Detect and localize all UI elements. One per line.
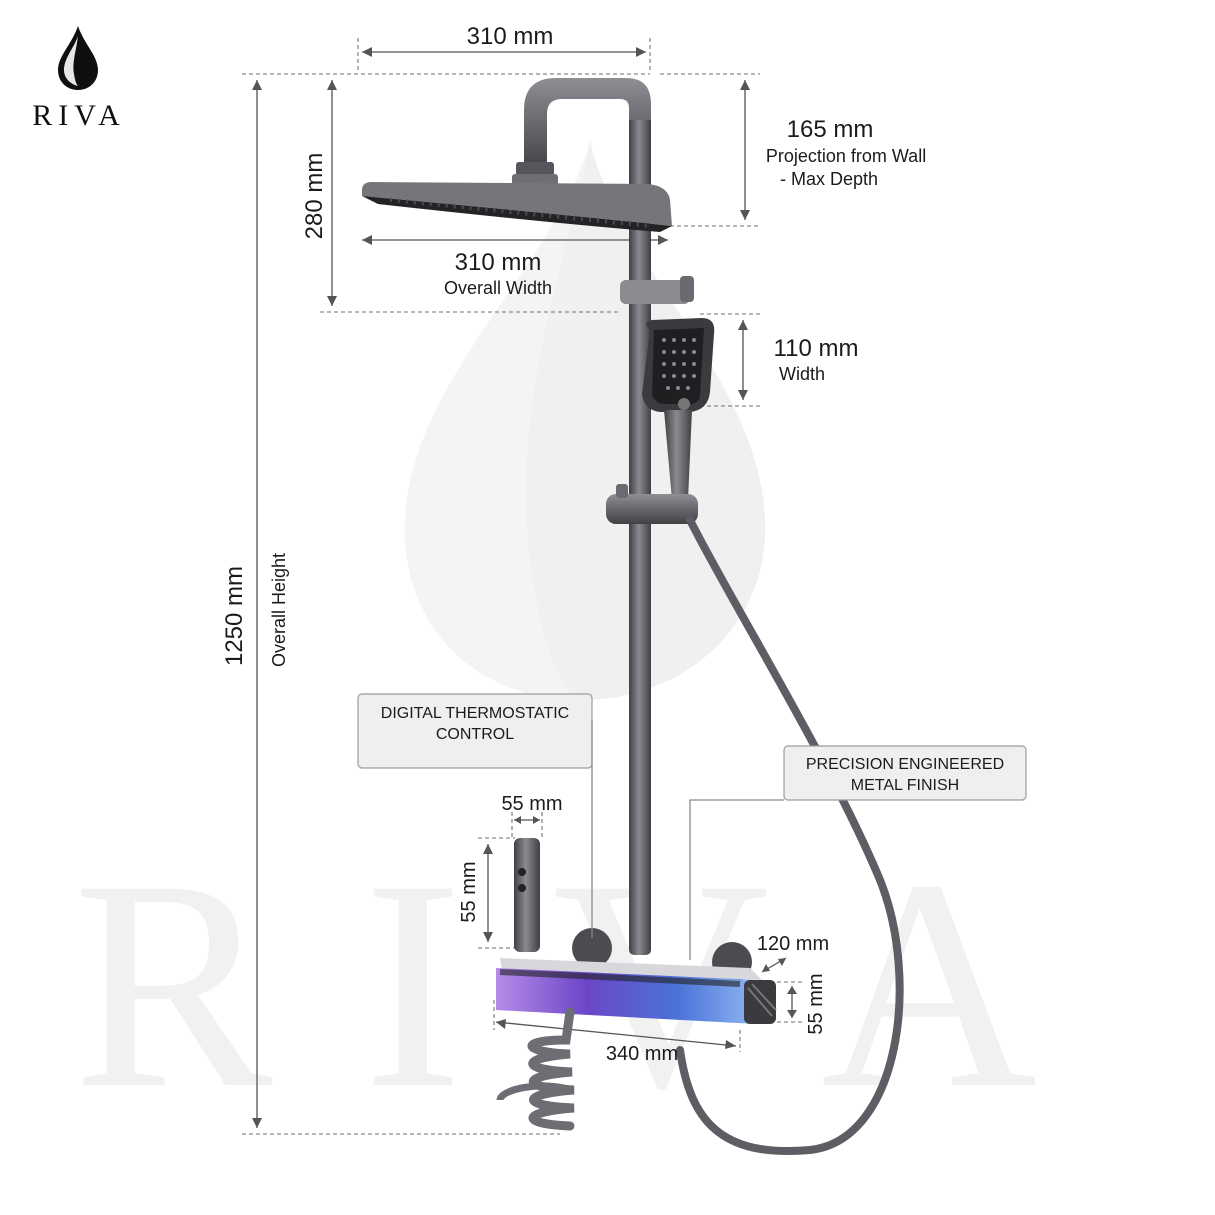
rain-shower-head xyxy=(362,182,672,232)
shower-hose xyxy=(676,516,904,1155)
finish-label-line2: METAL FINISH xyxy=(851,777,959,794)
projection-line1: Projection from Wall xyxy=(766,146,926,166)
head-depth-label: 280 mm xyxy=(301,153,328,240)
upper-holder xyxy=(620,280,690,304)
handheld-width-value: 110 mm xyxy=(774,335,859,362)
brand-logo: RIVA xyxy=(32,26,125,132)
overall-height-label: Overall Height xyxy=(269,553,289,667)
coiled-hose xyxy=(527,1007,575,1131)
top-width-label: 310 mm xyxy=(467,23,554,50)
wall-connector-left xyxy=(572,928,612,968)
thermostat-label-line1: DIGITAL THERMOSTATIC xyxy=(381,705,569,722)
hand-shower xyxy=(642,318,715,500)
callout-thermostat: DIGITAL THERMOSTATIC CONTROL xyxy=(357,693,593,938)
projection-line2: - Max Depth xyxy=(780,169,878,189)
overall-width-value: 310 mm xyxy=(455,249,542,276)
shower-system xyxy=(362,78,904,1155)
slide-bracket xyxy=(606,494,698,524)
panel-depth-label: 120 mm xyxy=(757,933,829,955)
projection-value: 165 mm xyxy=(787,116,874,143)
thermostatic-panel xyxy=(496,958,777,1024)
finish-label-line1: PRECISION ENGINEERED xyxy=(806,756,1004,773)
riser-pipe xyxy=(629,100,651,955)
brand-name: RIVA xyxy=(32,99,125,132)
panel-height-label: 55 mm xyxy=(805,973,827,1034)
thermostat-label-line2: CONTROL xyxy=(436,726,514,743)
water-drop-icon xyxy=(58,26,98,90)
overall-height-value: 1250 mm xyxy=(221,566,248,666)
dimension-lines xyxy=(242,38,805,1135)
dimension-labels: 310 mm 280 mm 165 mm Projection from Wal… xyxy=(221,23,926,1065)
spout-height-label: 55 mm xyxy=(458,861,480,922)
callout-finish: PRECISION ENGINEERED METAL FINISH xyxy=(689,745,1027,960)
handheld-width-label: Width xyxy=(779,364,825,384)
spout-width-label: 55 mm xyxy=(501,793,562,815)
overall-width-label: Overall Width xyxy=(444,278,552,298)
hand-shower-nozzles xyxy=(662,338,696,390)
panel-width-label: 340 mm xyxy=(606,1043,678,1065)
bath-spout xyxy=(514,838,540,952)
